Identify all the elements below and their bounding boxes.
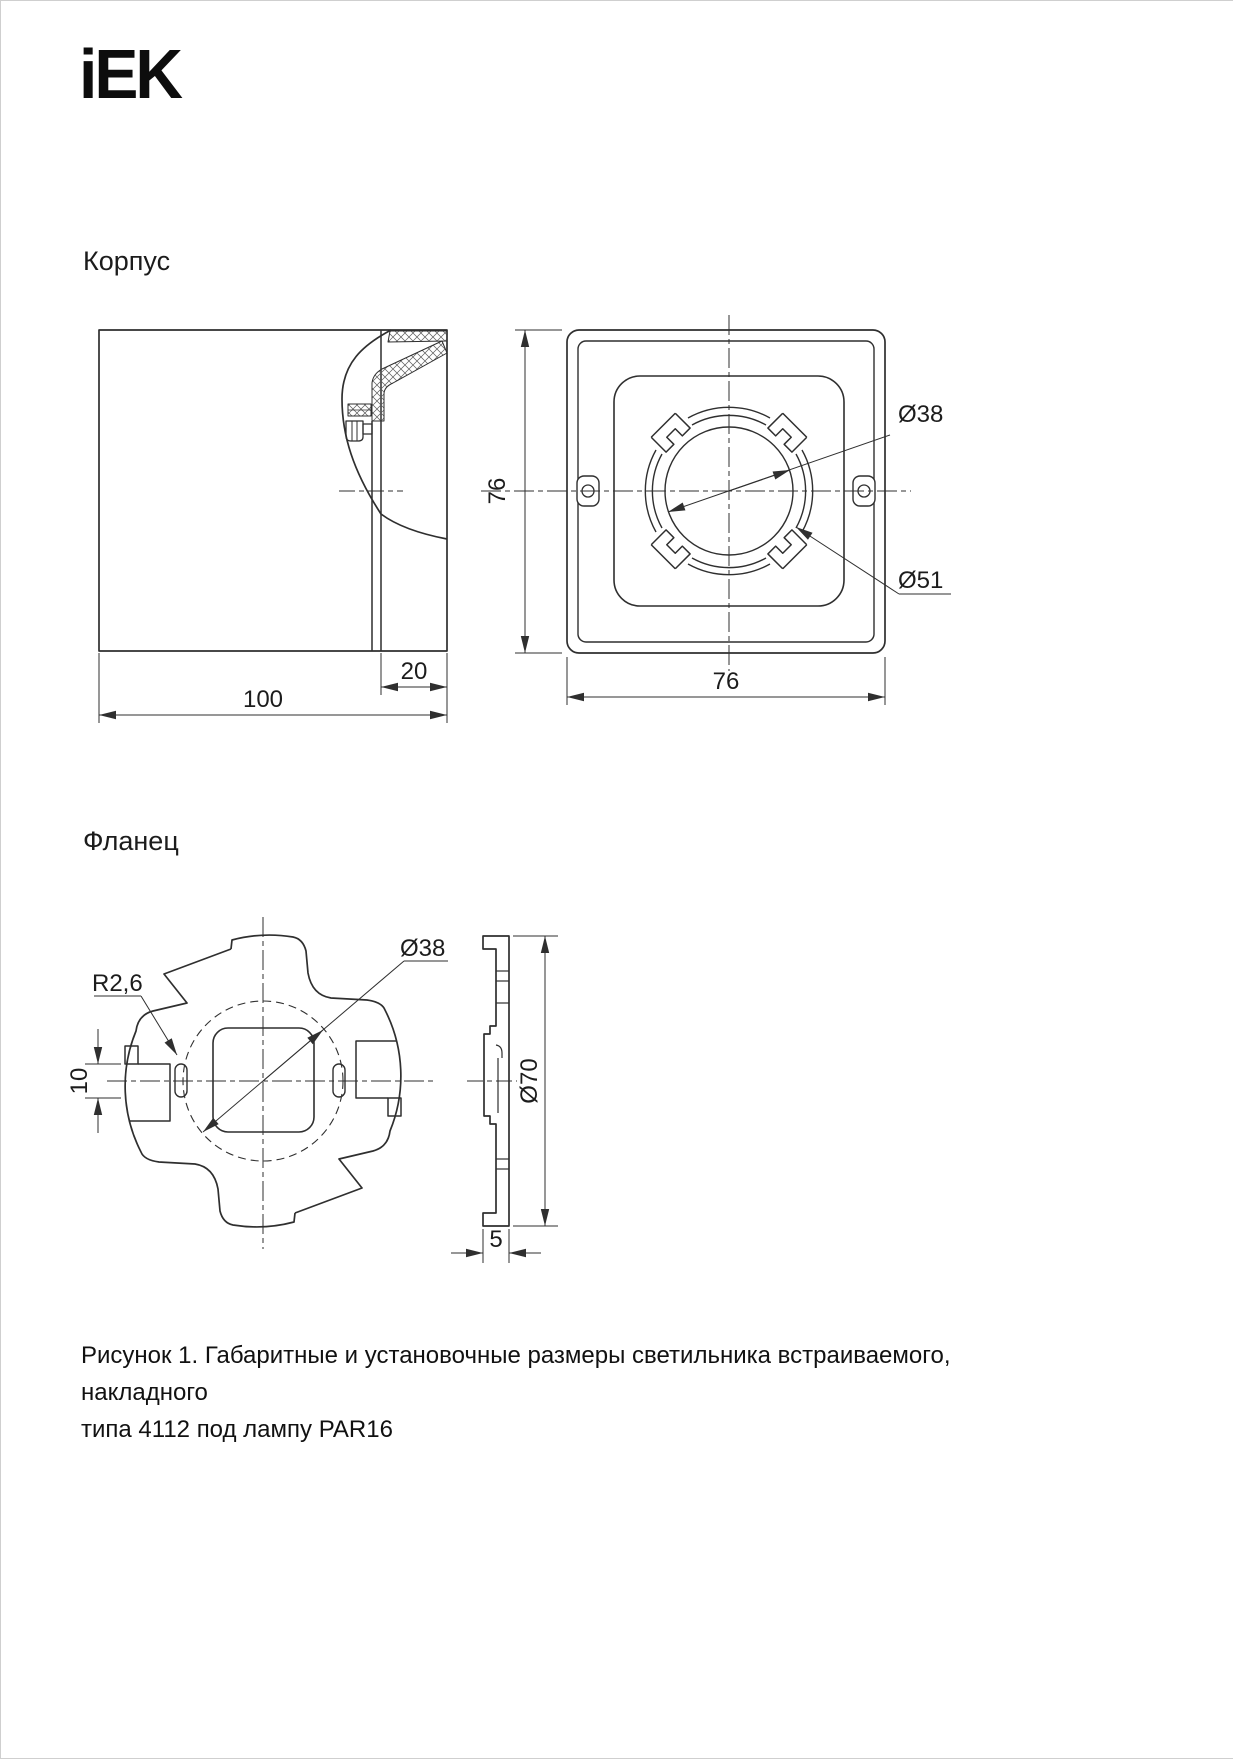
housing-front-view xyxy=(481,315,951,671)
flange-side-dimensions xyxy=(451,935,558,1263)
dim-housing-flange-depth-label: 20 xyxy=(401,658,428,685)
dim-flange-slot-radius-label: R2,6 xyxy=(92,970,143,997)
dim-housing-hole-dia-label: Ø38 xyxy=(898,401,943,428)
housing-front-dimensions xyxy=(515,329,886,705)
dim-housing-height-label: 76 xyxy=(484,478,511,505)
dim-flange-tab-width-label: 10 xyxy=(66,1068,93,1095)
housing-side-bowl-curve xyxy=(341,329,448,540)
flange-front-leaders xyxy=(85,960,448,1133)
housing-front-clip-tabs xyxy=(650,412,808,570)
flange-side-view xyxy=(467,935,517,1227)
figure-caption-line1: Рисунок 1. Габаритные и установочные раз… xyxy=(81,1342,951,1407)
iek-logo: iEK xyxy=(79,35,183,113)
figure-caption-line2: типа 4112 под лампу PAR16 xyxy=(81,1416,393,1444)
housing-side-top-section xyxy=(387,330,448,343)
housing-side-dimensions xyxy=(98,653,448,723)
flange-side-profile xyxy=(482,935,510,1227)
flange-outline xyxy=(124,934,402,1228)
figure-caption: Рисунок 1. Габаритные и установочные раз… xyxy=(81,1337,1061,1449)
flange-side-detail-lines xyxy=(495,970,509,1170)
dim-flange-circle-dia-label: Ø38 xyxy=(400,935,445,962)
housing-side-view xyxy=(98,329,448,652)
dim-flange-dia-label: Ø70 xyxy=(516,1058,543,1103)
housing-front-leaders xyxy=(667,434,951,595)
housing-side-spring-clip xyxy=(345,420,364,442)
flange-front-view xyxy=(85,917,448,1249)
housing-side-clip-pin xyxy=(362,423,373,435)
housing-side-wall-section xyxy=(371,340,448,422)
flange-hook-cuts xyxy=(124,1040,402,1122)
dim-housing-ring-dia-label: Ø51 xyxy=(898,567,943,594)
dim-flange-thickness-label: 5 xyxy=(489,1226,502,1253)
dim-housing-depth-label: 100 xyxy=(243,686,283,713)
housing-side-body-outline xyxy=(98,329,448,652)
dim-housing-width-label: 76 xyxy=(713,668,740,695)
housing-section-title: Корпус xyxy=(83,246,171,276)
flange-section-title: Фланец xyxy=(83,826,179,856)
